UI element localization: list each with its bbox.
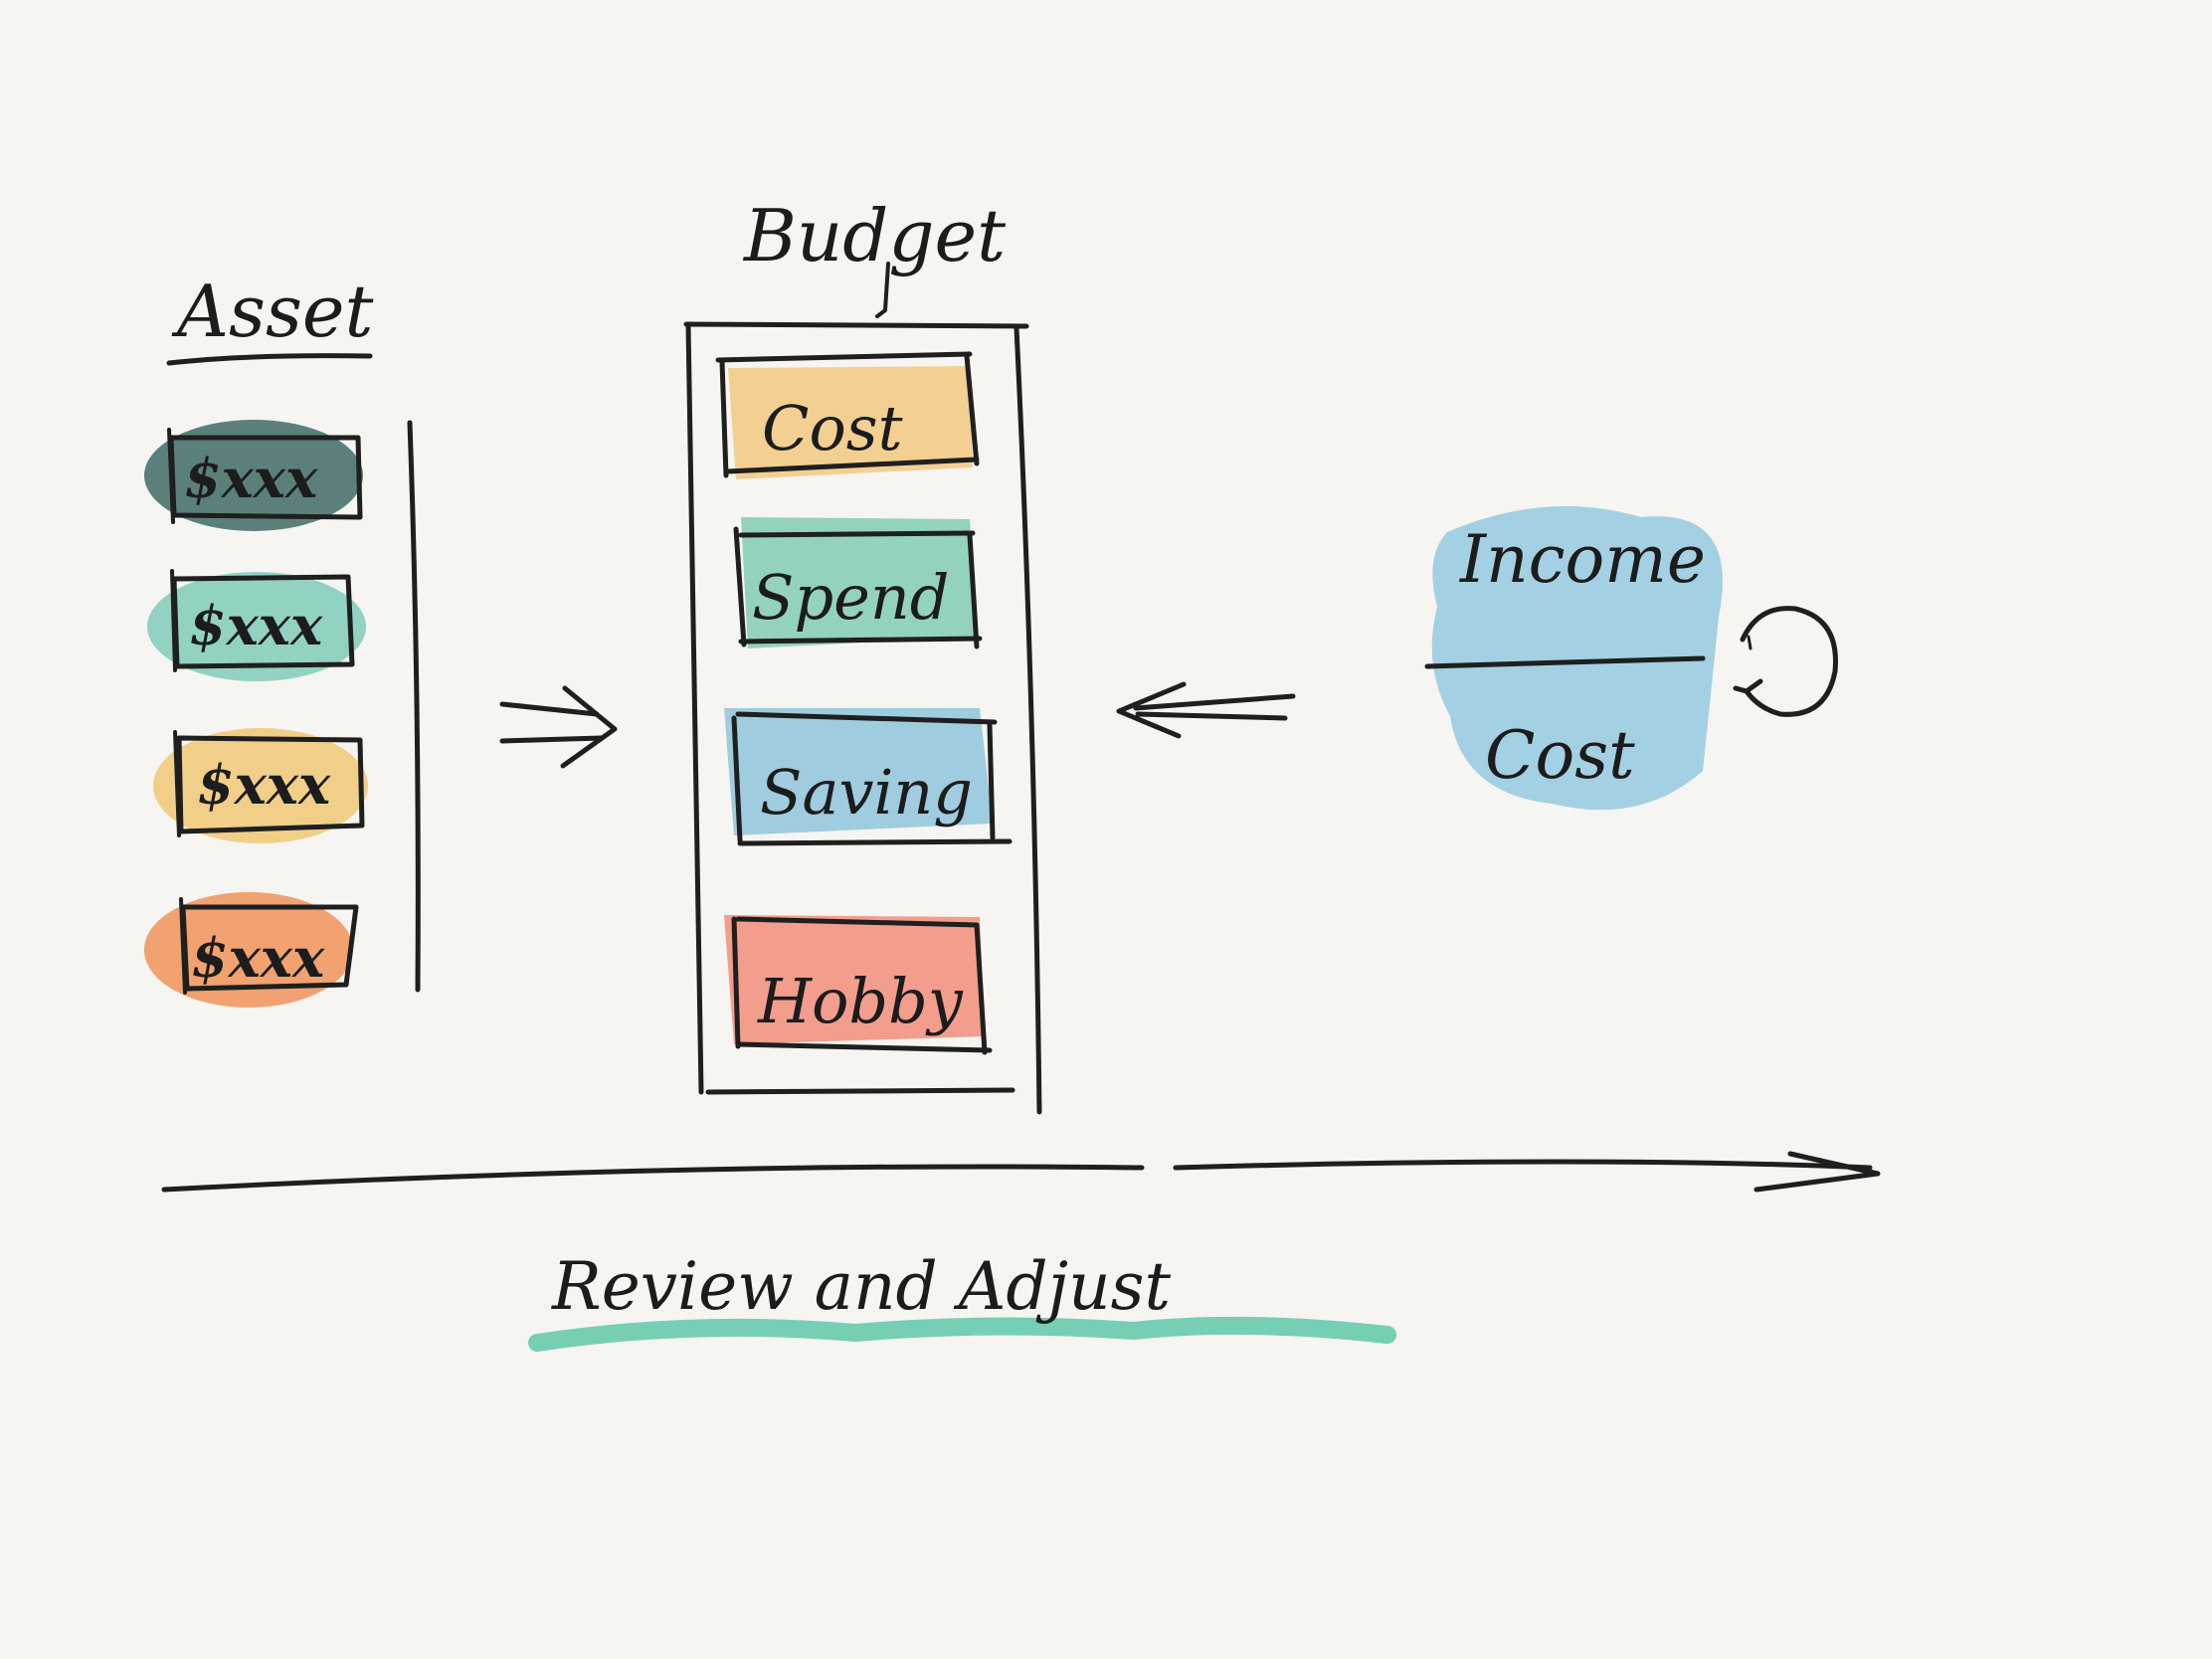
budget-item-box-top — [738, 530, 976, 538]
asset-item-label: $xxx — [189, 594, 323, 657]
ratio-wash — [1431, 505, 1723, 811]
budget-item-hobby: Hobby — [724, 915, 993, 1055]
timeline-arrowhead — [1753, 1151, 1881, 1193]
ratio-divider — [1424, 655, 1706, 669]
budget-item-box-right — [974, 922, 988, 1055]
budget-item-box-right — [964, 353, 980, 466]
asset-title-underline — [166, 353, 373, 366]
asset-item-label: $xxx — [184, 447, 318, 510]
budget-item-wash — [724, 915, 985, 1044]
cycle-icon — [1733, 606, 1838, 717]
budget-item-box-top — [715, 351, 973, 363]
asset-item: $xxx — [144, 420, 363, 531]
timeline-line-right — [1173, 1159, 1873, 1171]
budget-title-connector — [875, 262, 890, 318]
ratio-denominator: Cost — [1485, 717, 1635, 794]
cycle-icon-tail — [1747, 635, 1752, 650]
budget-container-bottom — [705, 1087, 1015, 1095]
budget-item-box-top — [735, 711, 998, 725]
budget-item-cost: Cost — [715, 351, 980, 479]
budget-item-wash — [724, 708, 993, 835]
asset-bracket — [407, 420, 421, 993]
budget-item-box-left — [731, 916, 741, 1049]
budget-item-box-bottom — [738, 636, 983, 645]
timeline-section: Review and Adjust — [161, 1151, 1881, 1352]
budget-item-box-bottom — [725, 457, 980, 474]
budget-item-box-top — [735, 916, 980, 928]
budget-item-spend: Spend — [733, 517, 983, 649]
asset-item: $xxx — [153, 728, 368, 843]
asset-item-label: $xxx — [197, 753, 331, 817]
budget-item-label: Cost — [762, 392, 903, 464]
asset-item: $xxx — [144, 892, 359, 1008]
asset-item-tick — [179, 897, 187, 995]
ratio-numerator: Income — [1459, 521, 1706, 598]
budget-container-right — [1014, 325, 1042, 1115]
budget-container-top — [683, 321, 1029, 329]
budget-item-box-bottom — [735, 1041, 993, 1053]
budget-item-label: Saving — [760, 756, 973, 829]
asset-to-budget-arrow — [499, 685, 618, 769]
asset-item-box — [176, 735, 365, 834]
budget-item-box-left — [733, 526, 747, 647]
budget-item-saving: Saving — [724, 708, 1013, 846]
timeline-line-left — [161, 1164, 1145, 1193]
ratio-section: Income Cost — [1424, 505, 1838, 811]
budget-item-label: Spend — [752, 561, 949, 634]
asset-item-tick — [167, 428, 175, 524]
timeline-highlight — [528, 1316, 1396, 1352]
asset-item-wash — [153, 728, 368, 843]
asset-title: Asset — [171, 270, 375, 353]
income-to-budget-arrow — [1116, 681, 1296, 739]
asset-item-wash — [144, 892, 353, 1008]
budget-item-box-bottom — [737, 838, 1013, 846]
asset-item-wash — [147, 572, 366, 681]
budget-item-box-left — [719, 359, 729, 478]
budget-item-box-right — [987, 721, 996, 840]
timeline-label: Review and Adjust — [551, 1248, 1172, 1325]
budget-section: Budget Cost Spend — [683, 194, 1042, 1115]
budget-item-box-left — [731, 715, 743, 843]
budget-item-wash — [741, 517, 977, 648]
budget-item-box-right — [967, 532, 980, 649]
asset-item-tick — [173, 730, 181, 837]
asset-item-wash — [144, 420, 363, 531]
budget-title: Budget — [742, 194, 1007, 277]
asset-item: $xxx — [147, 569, 366, 681]
asset-item-tick — [170, 569, 177, 672]
budget-item-label: Hobby — [757, 965, 964, 1037]
budget-container-left — [685, 323, 704, 1095]
asset-item-label: $xxx — [191, 926, 325, 990]
budget-item-wash — [728, 366, 973, 479]
asset-section: Asset $xxx $xxx $xxx $xxx — [144, 270, 421, 1008]
